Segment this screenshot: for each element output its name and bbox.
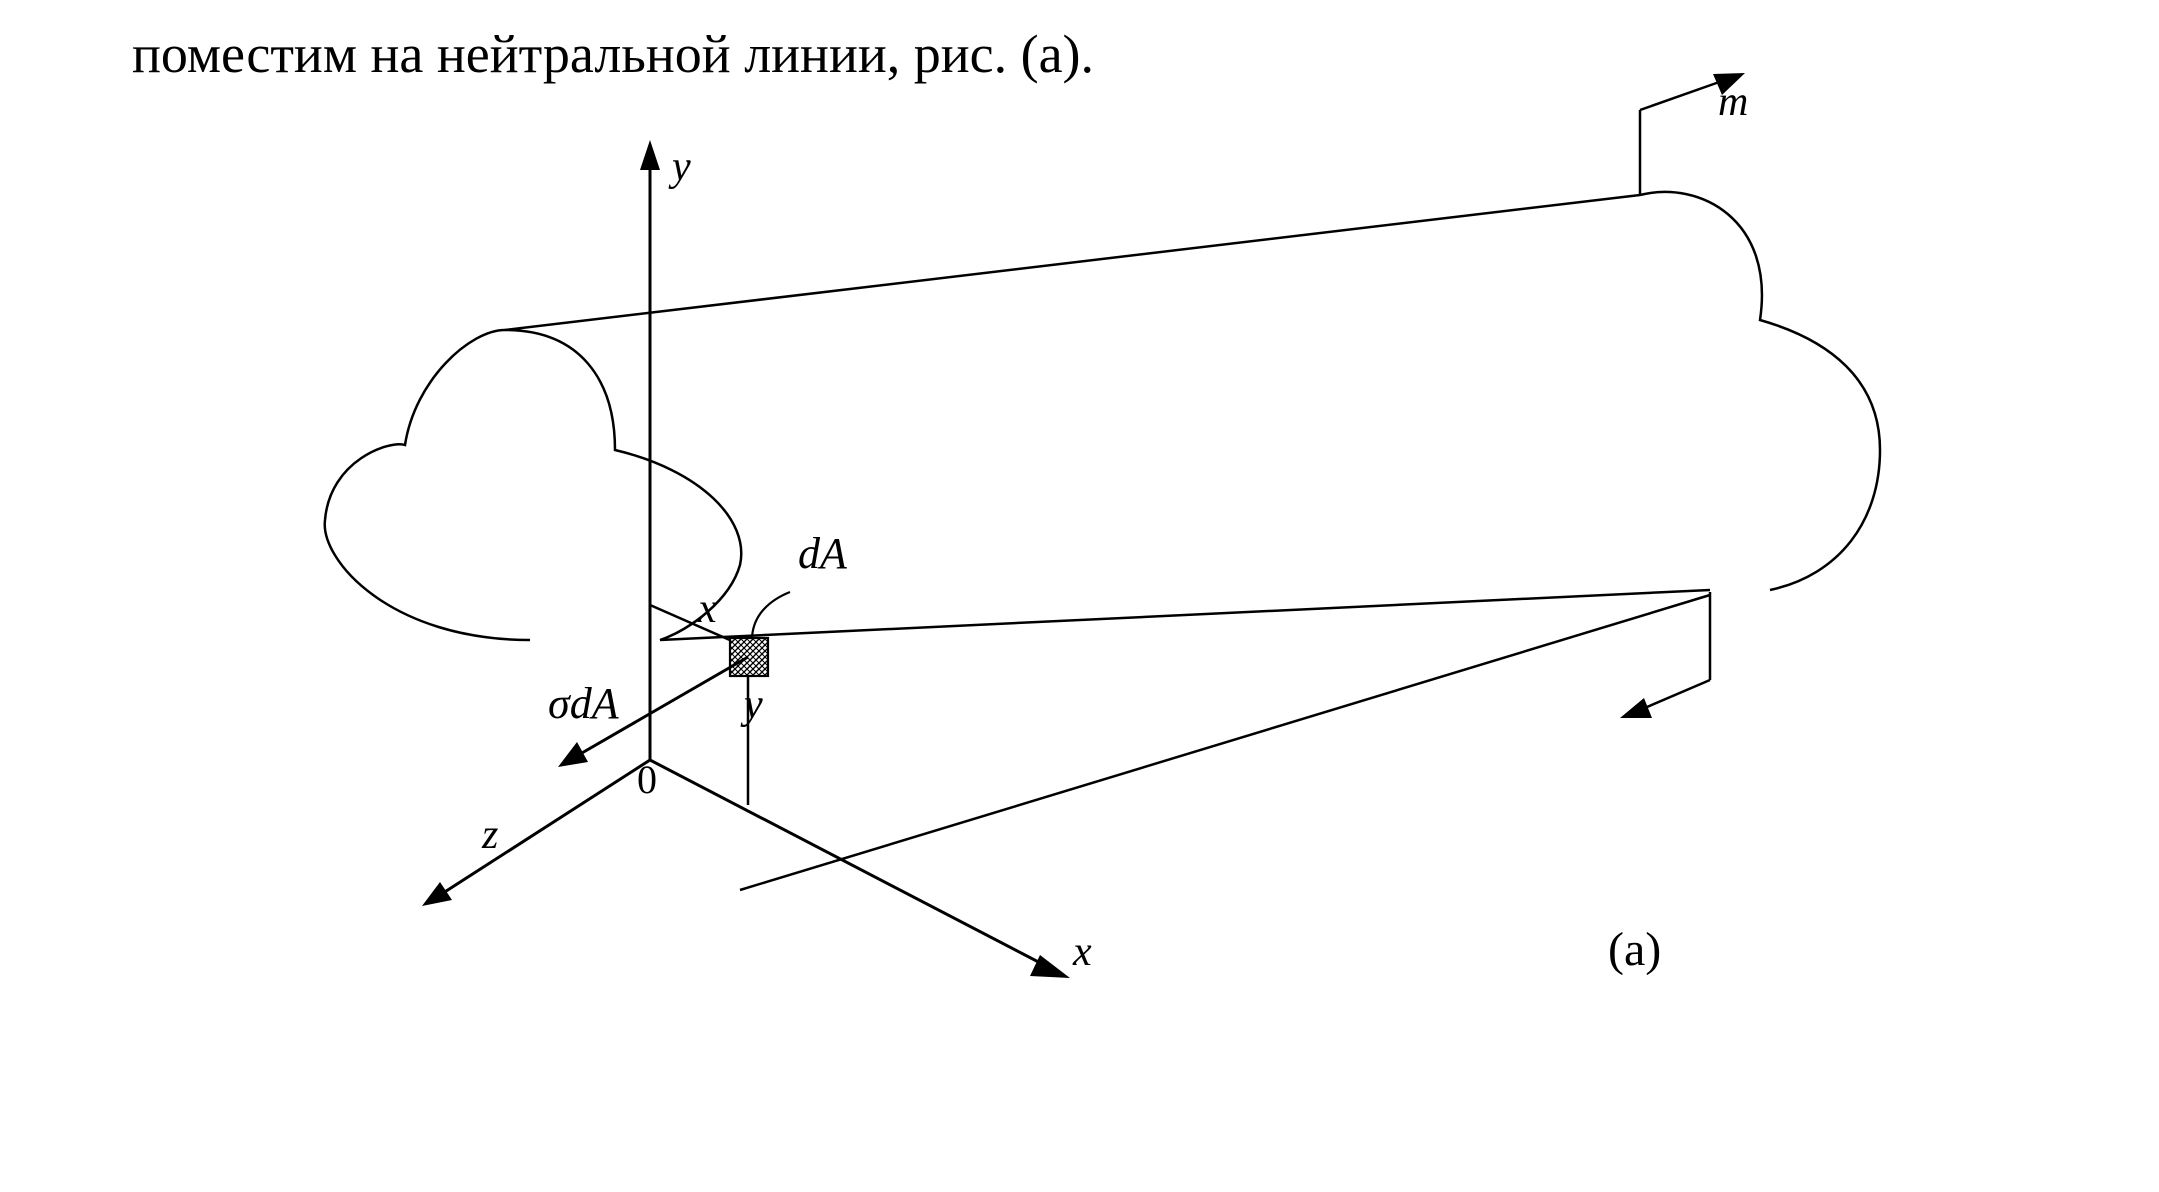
panel-label: (а) — [1608, 923, 1661, 976]
axis-z-label: z — [481, 812, 498, 858]
beam-bottom-edge — [659, 588, 1711, 642]
x-axis — [649, 758, 1070, 978]
moment-arrow-top — [1638, 73, 1745, 195]
elementary-area-dA — [728, 636, 770, 678]
origin-label: 0 — [637, 757, 657, 802]
text-line: поместим на нейтральной линии, рис. (а). — [132, 24, 1095, 84]
axis-x-label: x — [1072, 929, 1092, 975]
moment-label: m — [1718, 79, 1748, 125]
beam-bottom-edge-lower — [739, 593, 1711, 892]
y-axis — [640, 140, 660, 760]
force-arrow — [558, 655, 749, 767]
axis-y-label: y — [668, 144, 691, 190]
z-axis — [422, 758, 651, 906]
beam-top-edge — [504, 193, 1641, 332]
cross-section-outline — [323, 328, 743, 642]
element-area-label: dA — [798, 529, 848, 578]
force-label: σdA — [548, 679, 620, 728]
moment-arrow-bottom — [1620, 592, 1712, 718]
da-leader — [750, 590, 791, 641]
coord-x-label: x — [697, 586, 717, 632]
coord-y-label: y — [740, 682, 763, 728]
far-end-outline — [1639, 190, 1882, 592]
